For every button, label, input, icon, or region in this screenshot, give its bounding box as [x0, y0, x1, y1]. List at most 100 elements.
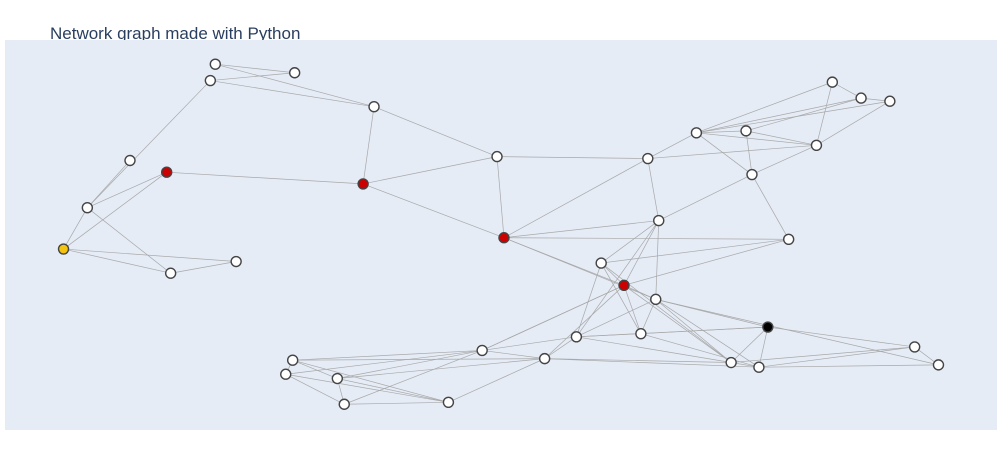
graph-node[interactable]: [538, 352, 551, 365]
graph-node[interactable]: [209, 58, 222, 70]
graph-node[interactable]: [932, 359, 945, 371]
graph-edge: [210, 80, 375, 108]
graph-edge: [215, 63, 375, 108]
graph-edge: [816, 82, 833, 146]
graph-edge: [482, 350, 545, 359]
graph-edge: [600, 262, 642, 334]
graph-edge: [696, 132, 817, 146]
graph-node[interactable]: [753, 361, 765, 373]
graph-edge: [285, 373, 449, 403]
graph-node[interactable]: [810, 139, 823, 152]
graph-edge: [87, 160, 131, 208]
graph-node[interactable]: [595, 257, 607, 269]
graph-edge: [696, 132, 753, 175]
graph-edge: [292, 359, 449, 403]
graph-node[interactable]: [368, 100, 380, 113]
graph-edge: [87, 207, 171, 274]
graph-edge: [623, 238, 789, 286]
graph-edge: [640, 299, 657, 334]
graph-node[interactable]: [855, 92, 867, 104]
graph-node[interactable]: [57, 243, 70, 255]
graph-edge: [87, 80, 211, 208]
graph-edge: [767, 326, 915, 348]
graph-edge: [696, 81, 833, 134]
graph-node[interactable]: [826, 76, 839, 88]
graph-edge: [623, 285, 642, 334]
graph-node[interactable]: [782, 233, 795, 245]
graph-edge: [337, 378, 449, 403]
graph-edge: [745, 97, 862, 132]
graph-edge: [544, 358, 759, 368]
graph-node[interactable]: [740, 125, 752, 137]
graph-edge: [751, 174, 789, 240]
graph-node[interactable]: [331, 372, 344, 385]
graph-node[interactable]: [442, 396, 455, 409]
graph-node[interactable]: [286, 354, 299, 366]
graph-edge: [696, 100, 890, 134]
graph-edge: [292, 350, 483, 361]
graph-node[interactable]: [491, 150, 503, 163]
graph-node[interactable]: [164, 267, 177, 279]
graph-edge: [292, 358, 545, 361]
graph-edge: [623, 220, 660, 286]
chart-title: Network graph made with Python: [50, 24, 301, 43]
graph-node[interactable]: [650, 293, 662, 306]
graph-node[interactable]: [570, 331, 583, 343]
graph-edge: [658, 174, 753, 221]
graph-edge: [63, 248, 237, 262]
graph-edge: [816, 100, 891, 146]
graph-edge: [215, 63, 295, 74]
graph-node[interactable]: [280, 368, 292, 380]
graph-edge: [655, 220, 660, 300]
graph-node[interactable]: [230, 255, 242, 268]
graph-node[interactable]: [908, 341, 921, 353]
graph-edge: [745, 130, 817, 146]
graph-node[interactable]: [81, 201, 94, 214]
graph-edge: [503, 237, 656, 300]
graph-node[interactable]: [746, 168, 758, 181]
graph-node[interactable]: [762, 321, 774, 333]
graph-edge: [362, 106, 375, 184]
graph-edge: [647, 144, 817, 159]
graph-edge: [758, 326, 769, 368]
graph-edge: [576, 262, 602, 337]
graph-node[interactable]: [204, 74, 217, 87]
graph-edge: [601, 238, 789, 264]
graph-edge: [731, 346, 915, 363]
graph-node[interactable]: [725, 356, 737, 369]
graph-node[interactable]: [642, 152, 654, 165]
graph-node[interactable]: [498, 232, 510, 244]
graph-edge: [623, 285, 732, 363]
graph-edge: [576, 326, 768, 338]
graph-edge: [337, 350, 483, 379]
graph-edge: [503, 220, 659, 239]
graph-edge: [751, 144, 817, 175]
graph-node[interactable]: [160, 166, 173, 178]
graph-edge: [362, 183, 505, 239]
graph-edge: [210, 72, 295, 81]
graph-edge: [373, 106, 498, 157]
graph-edge: [758, 346, 915, 368]
graph-node[interactable]: [884, 95, 896, 107]
graph-node[interactable]: [653, 214, 665, 227]
graph-node[interactable]: [124, 154, 136, 167]
graph-node[interactable]: [288, 67, 301, 79]
graph-edge: [448, 358, 545, 403]
graph-edge: [170, 261, 237, 274]
graph-node[interactable]: [690, 127, 703, 139]
edge-layer: [63, 63, 939, 405]
graph-edge: [544, 358, 732, 363]
graph-edge: [166, 171, 364, 185]
graph-node[interactable]: [357, 178, 369, 190]
graph-node[interactable]: [476, 344, 488, 357]
graph-node[interactable]: [618, 279, 630, 292]
graph-edge: [482, 284, 625, 351]
graph-edge: [600, 262, 732, 363]
graph-edge: [696, 97, 862, 134]
graph-edge: [600, 220, 659, 264]
graph-edge: [623, 284, 656, 300]
graph-node[interactable]: [338, 398, 350, 410]
graph-edge: [758, 364, 939, 368]
graph-node[interactable]: [635, 327, 647, 340]
